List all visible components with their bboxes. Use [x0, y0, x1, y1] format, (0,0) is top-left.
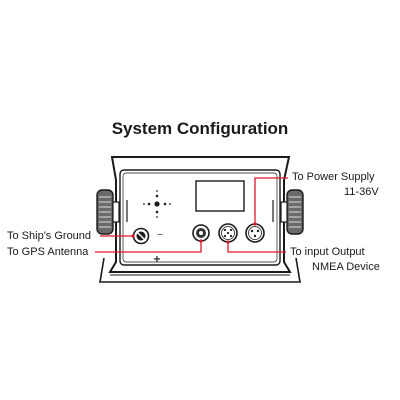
gps-antenna-connector-icon: [192, 224, 210, 242]
label-power-supply-voltage: 11-36V: [344, 186, 379, 198]
left-mounting-knob: [96, 189, 120, 235]
mounting-bracket: [99, 257, 301, 283]
display-window: [195, 180, 245, 212]
label-ships-ground: To Ship's Ground: [7, 230, 92, 242]
callout-power-supply: [254, 177, 288, 224]
ventilation-cross-icon: [143, 190, 171, 218]
label-gps-antenna: To GPS Antenna: [7, 246, 89, 258]
callout-input-output: [227, 242, 286, 253]
page-title: System Configuration: [111, 119, 289, 138]
nmea-data-connector-icon: [218, 223, 238, 243]
label-nmea-device: NMEA Device: [312, 261, 380, 273]
callout-endpoints: [131, 222, 257, 244]
label-input-output: To input Output: [290, 246, 365, 258]
minus-symbol: −: [157, 230, 164, 239]
power-connector-icon: [245, 223, 265, 243]
right-mounting-knob: [280, 189, 304, 235]
label-power-supply: To Power Supply: [292, 171, 375, 183]
callout-lines: [95, 177, 288, 253]
ground-terminal-icon: [132, 227, 150, 245]
display-unit-housing: [108, 156, 292, 273]
callout-gps-antenna: [95, 241, 202, 253]
plus-symbol: +: [153, 254, 161, 265]
bracket-side-marks: [126, 200, 274, 222]
